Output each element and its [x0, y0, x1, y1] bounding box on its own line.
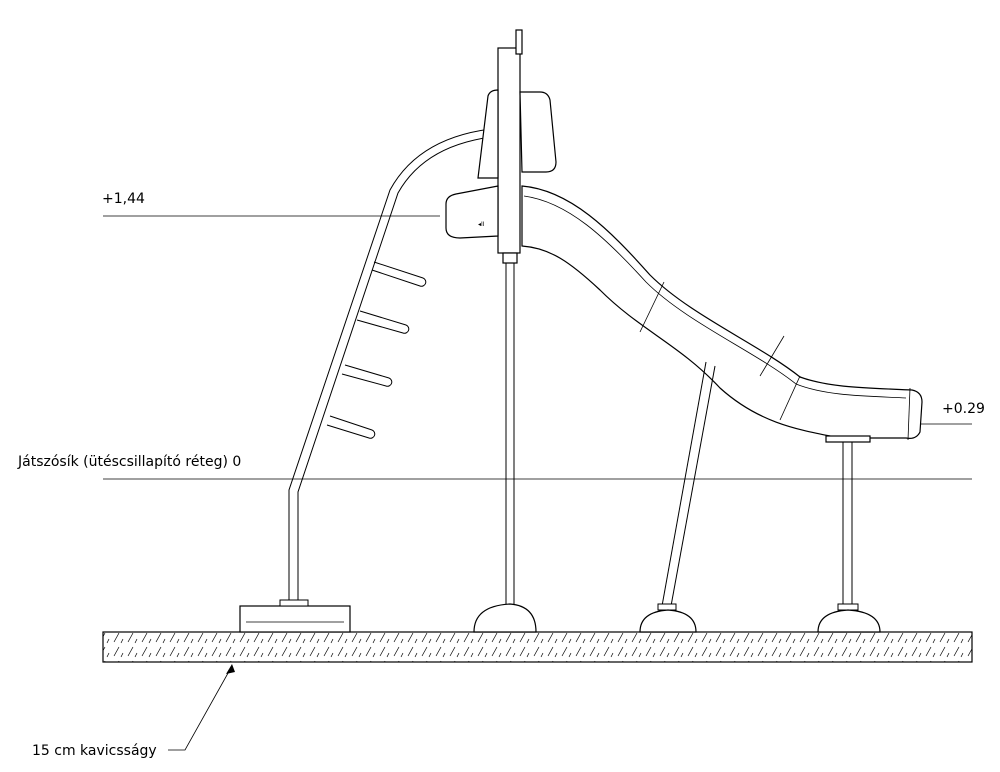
main-post — [473, 29, 537, 633]
slide-chute — [521, 185, 923, 441]
end-support — [817, 435, 881, 633]
gravel-bed — [102, 631, 973, 663]
slide-hood: ◂II — [445, 89, 557, 239]
ladder-rungs — [326, 261, 427, 439]
ladder-foundation — [239, 599, 351, 633]
level-label-ground: Játszósík (ütéscsillapító réteg) 0 — [17, 454, 241, 470]
level-label-end: +0.29 — [942, 401, 985, 417]
gravel-bed-label: 15 cm kavicsságy — [32, 743, 157, 759]
gravel-leader — [168, 664, 235, 751]
svg-text:◂II: ◂II — [478, 221, 485, 228]
level-label-top: +1,44 — [102, 191, 145, 207]
middle-support — [639, 361, 716, 633]
